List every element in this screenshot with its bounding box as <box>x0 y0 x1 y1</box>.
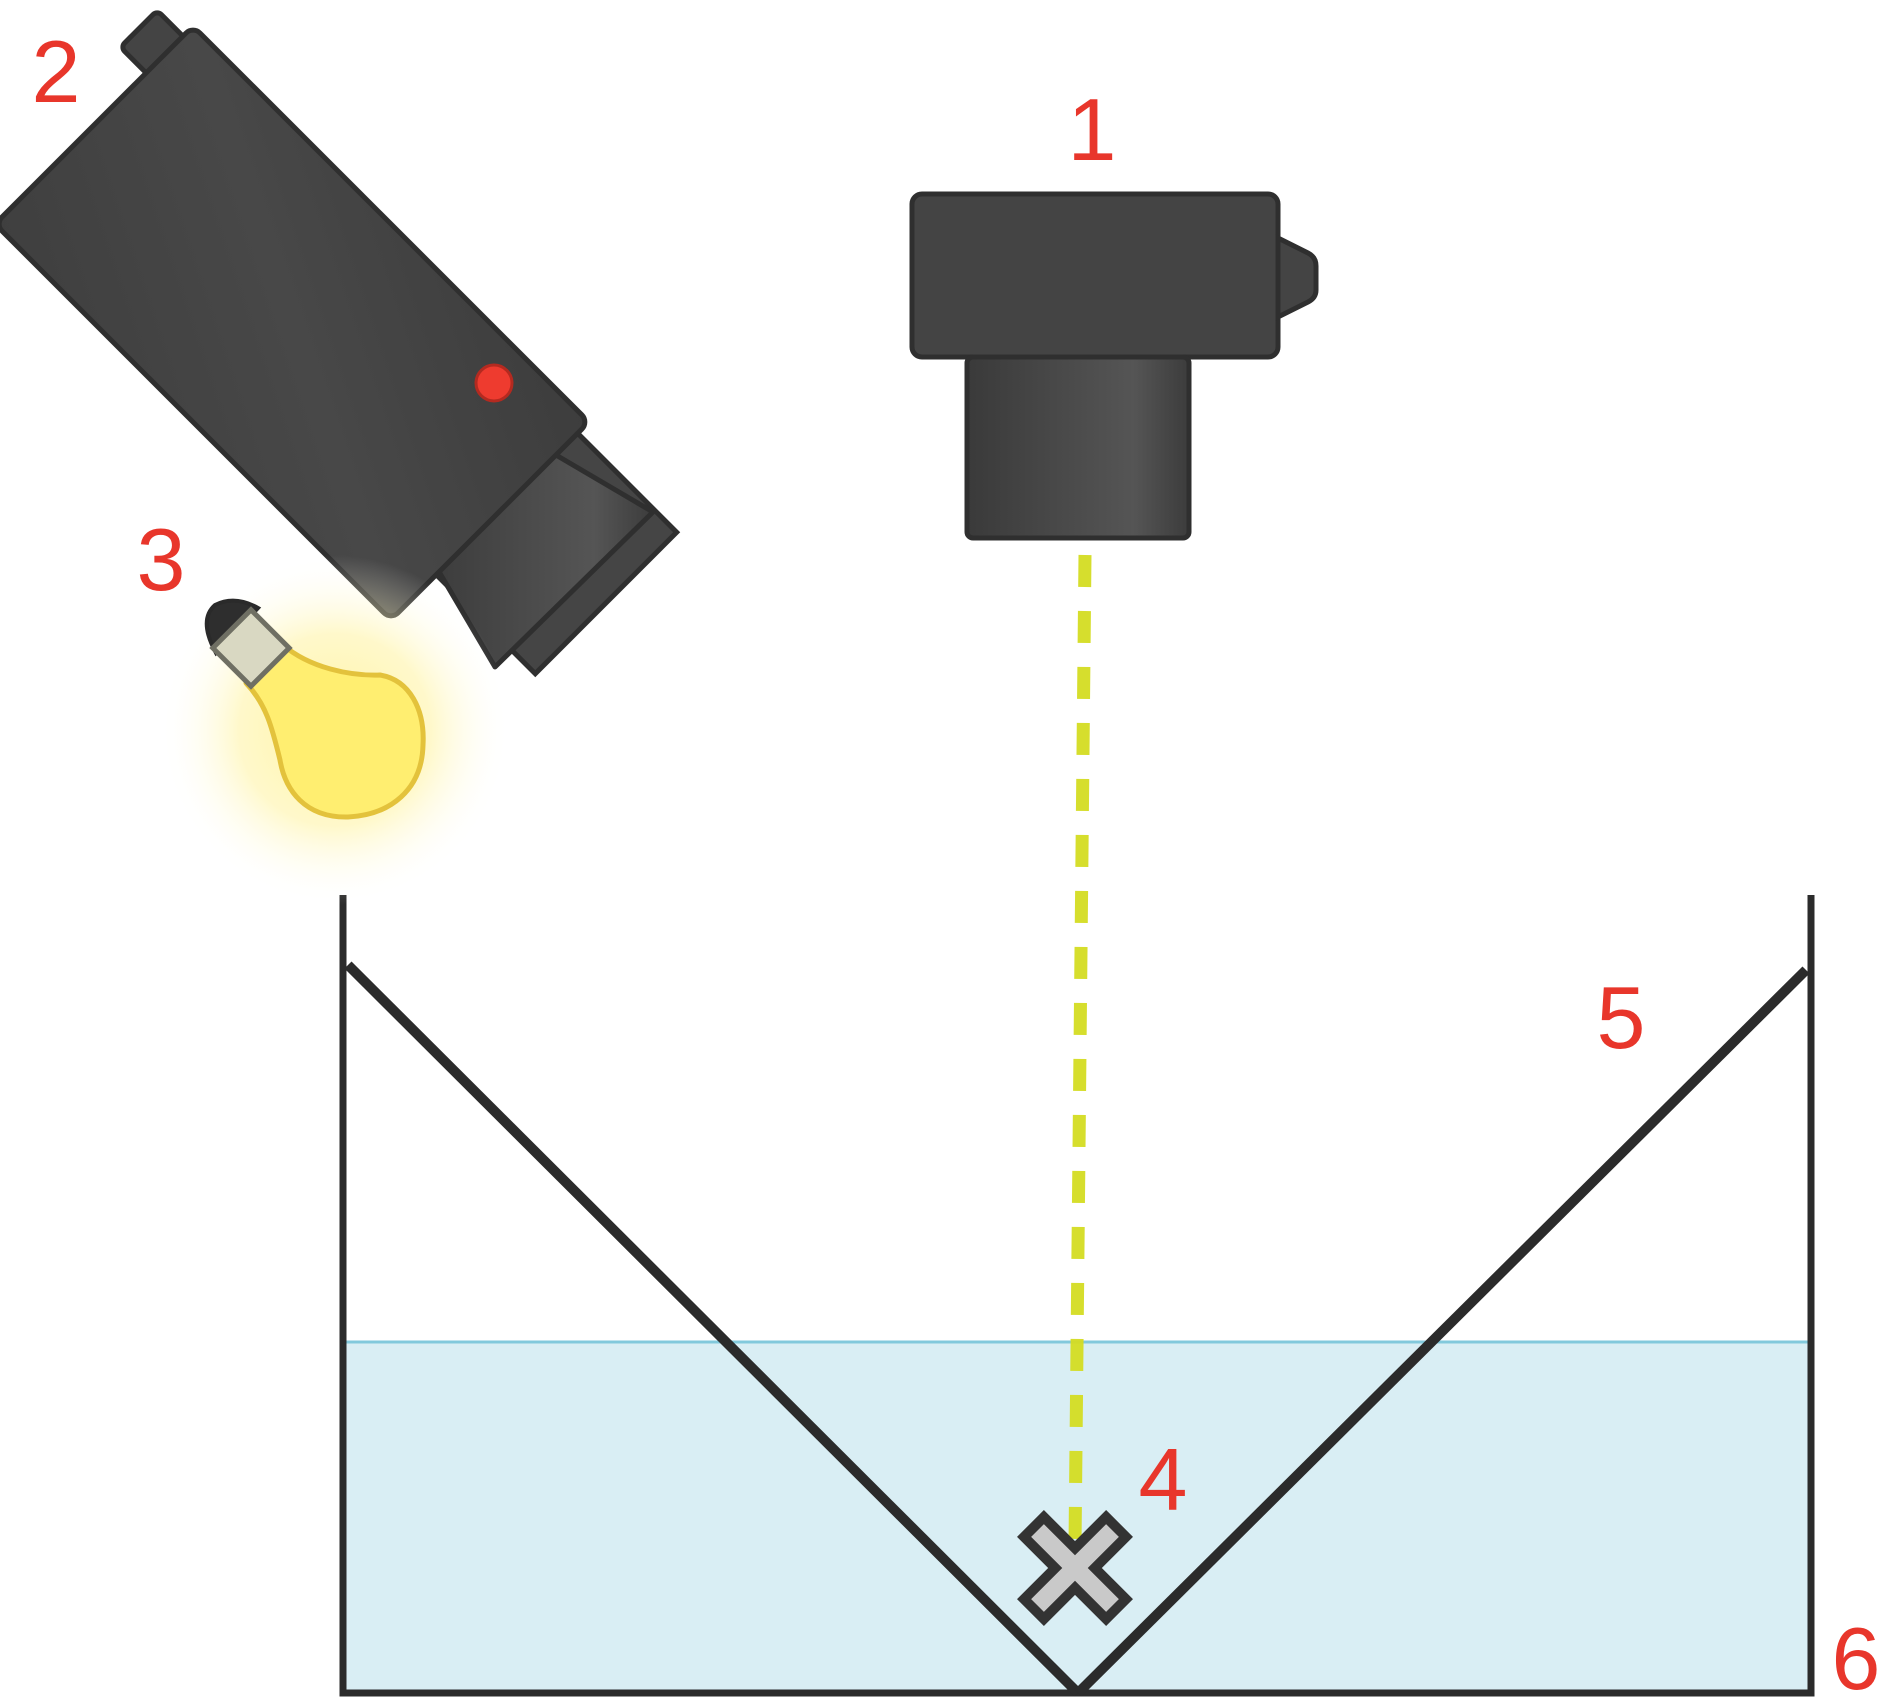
target-x-marker <box>1017 1510 1133 1626</box>
callout-label-2: 2 <box>32 22 81 121</box>
callout-label-5: 5 <box>1597 968 1646 1067</box>
camera-top-lens <box>964 354 1192 541</box>
reflector-left-plate <box>344 961 1082 1697</box>
callout-label-6: 6 <box>1832 1609 1881 1706</box>
light-bulb <box>160 555 510 905</box>
camera-top-body <box>909 191 1281 360</box>
camera-top-connector <box>1275 233 1319 322</box>
camera-angled-indicator-led <box>474 363 514 403</box>
camera-top <box>909 191 1319 541</box>
bulb-glass <box>243 642 426 820</box>
camera-angled <box>0 10 681 678</box>
callout-label-4: 4 <box>1139 1430 1188 1529</box>
reflector-right-plate <box>1074 966 1810 1697</box>
callout-label-3: 3 <box>137 510 186 609</box>
bulb-socket <box>209 606 293 690</box>
camera-angled-body <box>0 27 588 619</box>
callout-label-1: 1 <box>1068 80 1117 179</box>
